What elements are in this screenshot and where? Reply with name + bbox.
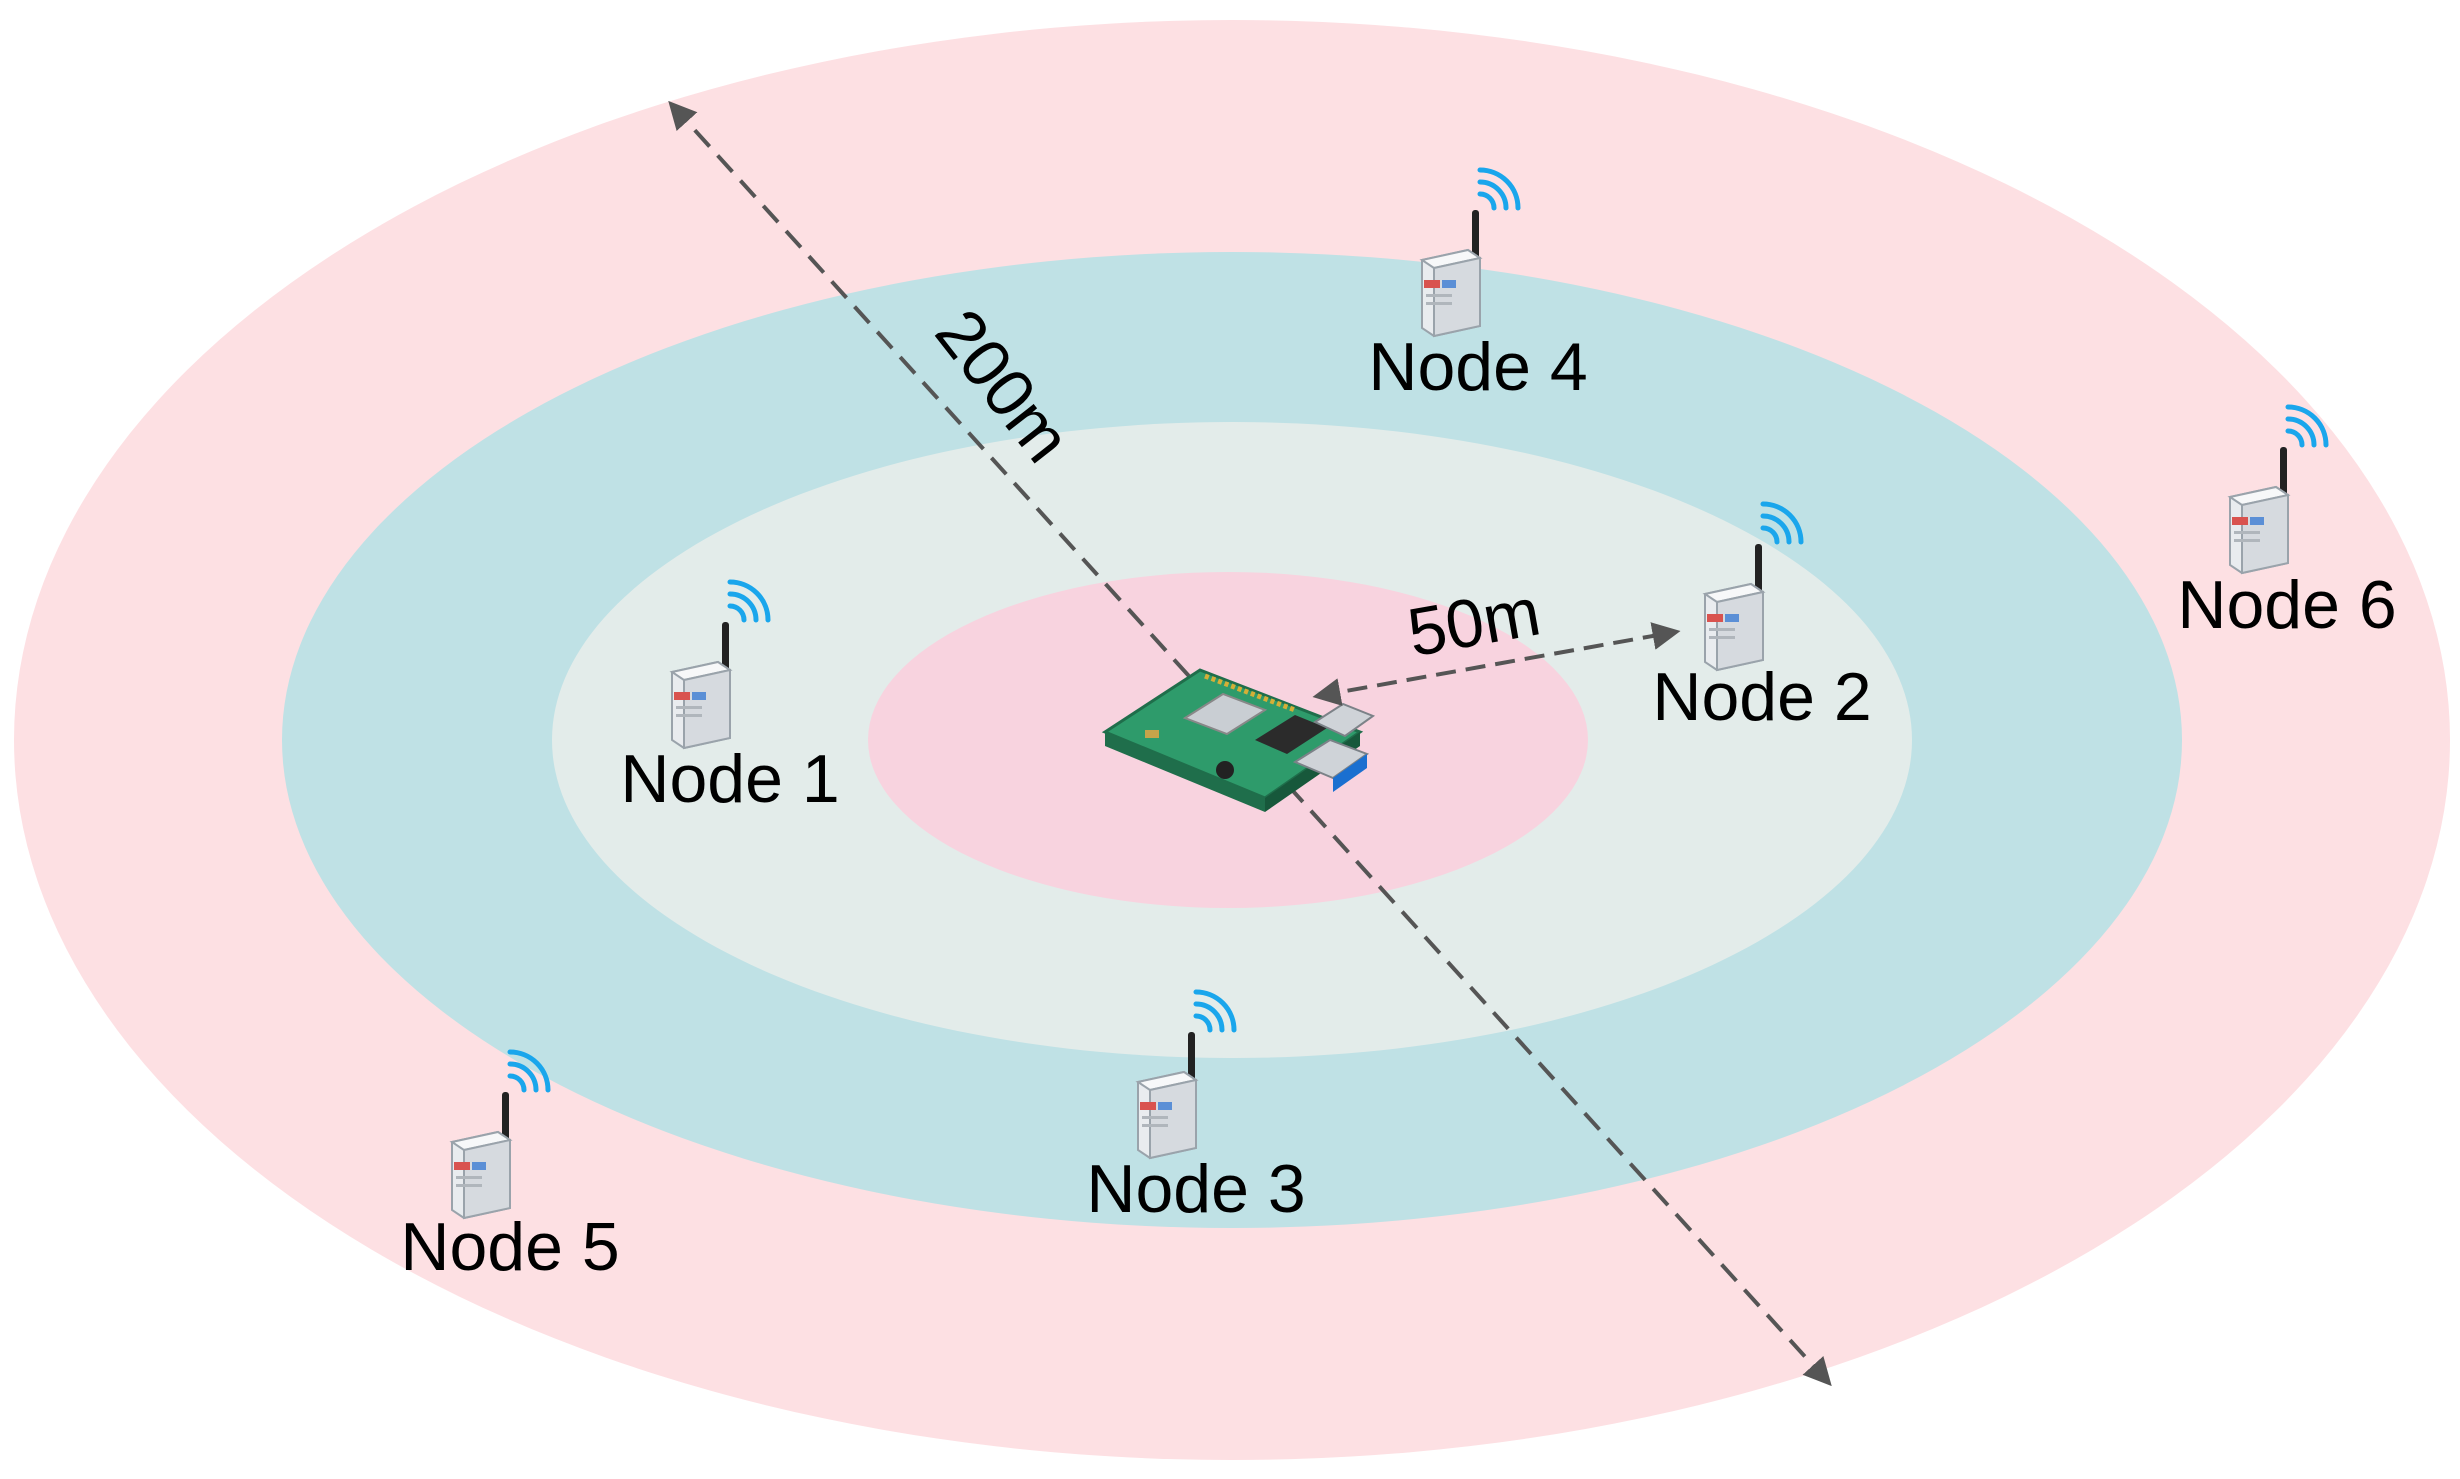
node-2: Node 2: [1652, 504, 1872, 735]
raspberry-pi-board-icon: [1101, 668, 1376, 812]
node-5-label: Node 5: [400, 1209, 619, 1285]
node-6: Node 6: [2177, 407, 2397, 643]
node-4: Node 4: [1368, 170, 1588, 405]
node-3-label: Node 3: [1086, 1151, 1305, 1227]
node-1-label: Node 1: [620, 741, 839, 817]
node-5: Node 5: [400, 1052, 620, 1285]
distance-50m-arrow: [1312, 622, 1681, 706]
node-4-label: Node 4: [1368, 329, 1587, 405]
node-6-label: Node 6: [2177, 567, 2396, 643]
node-3: Node 3: [1086, 992, 1306, 1227]
node-2-label: Node 2: [1652, 659, 1871, 735]
node-1: Node 1: [620, 582, 840, 817]
